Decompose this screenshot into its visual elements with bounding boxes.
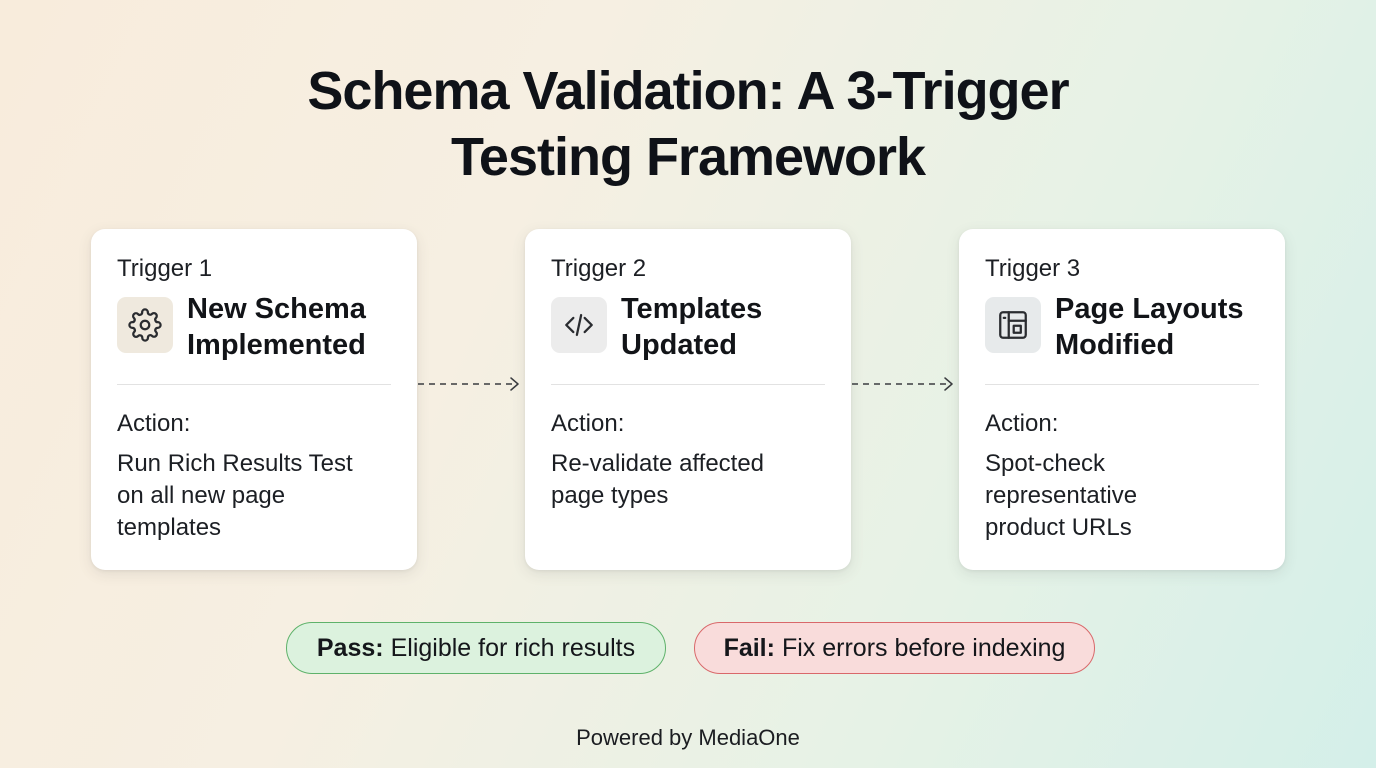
trigger-card-1: Trigger 1 New Schema Implemented Action:…	[91, 229, 417, 570]
title-line-1: Schema Validation: A 3-Trigger	[307, 61, 1069, 121]
divider	[117, 384, 391, 385]
divider	[551, 384, 825, 385]
action-text: Re-validate affected page types	[551, 448, 825, 512]
page-title: Schema Validation: A 3-Trigger Testing F…	[0, 58, 1376, 190]
footer-credit: Powered by MediaOne	[576, 725, 800, 750]
dashed-arrow-2	[852, 377, 953, 391]
action-label: Action:	[985, 410, 1059, 437]
action-line: Re-validate affected	[551, 450, 765, 477]
trigger-title-line-2: Implemented	[187, 329, 366, 361]
fail-text: Fix errors before indexing	[781, 633, 1066, 662]
action-text: Spot-check representative product URLs	[985, 448, 1259, 544]
trigger-label: Trigger 1	[117, 255, 213, 282]
fail-badge: Fail: Fix errors before indexing	[694, 622, 1095, 674]
pass-badge: Pass: Eligible for rich results	[286, 622, 666, 674]
trigger-header: New Schema Implemented	[117, 293, 391, 363]
pass-label: Pass:	[316, 633, 384, 662]
title-line-2: Testing Framework	[450, 127, 926, 187]
trigger-card-3: Trigger 3 Page Layouts Modified Action: …	[959, 229, 1285, 570]
action-text: Run Rich Results Test on all new page te…	[117, 448, 391, 544]
trigger-title-line-1: New Schema	[187, 293, 366, 325]
trigger-header: Page Layouts Modified	[985, 293, 1259, 363]
trigger-title-line-2: Updated	[621, 329, 737, 361]
pass-text: Eligible for rich results	[390, 633, 636, 662]
action-label: Action:	[551, 410, 625, 437]
trigger-header: Templates Updated	[551, 293, 825, 363]
fail-label: Fail:	[723, 633, 775, 662]
code-icon	[551, 297, 607, 353]
trigger-title-line-2: Modified	[1055, 329, 1175, 361]
layout-icon	[985, 297, 1041, 353]
action-line: Spot-check	[985, 450, 1106, 477]
action-line: templates	[117, 514, 222, 541]
dashed-arrow-1	[418, 377, 519, 391]
trigger-label: Trigger 3	[985, 255, 1081, 282]
trigger-title-line-1: Templates	[621, 293, 763, 325]
gear-icon	[117, 297, 173, 353]
action-line: on all new page	[117, 482, 286, 509]
action-line: representative	[985, 482, 1138, 509]
trigger-card-2: Trigger 2 Templates Updated Action: Re-v…	[525, 229, 851, 570]
action-line: page types	[551, 482, 669, 509]
action-label: Action:	[117, 410, 191, 437]
trigger-label: Trigger 2	[551, 255, 647, 282]
trigger-title: Templates Updated	[621, 291, 762, 363]
divider	[985, 384, 1259, 385]
action-line: Run Rich Results Test	[117, 450, 353, 477]
trigger-title-line-1: Page Layouts	[1055, 293, 1244, 325]
trigger-title: Page Layouts Modified	[1055, 291, 1244, 363]
action-line: product URLs	[985, 514, 1132, 541]
trigger-title: New Schema Implemented	[187, 291, 366, 363]
